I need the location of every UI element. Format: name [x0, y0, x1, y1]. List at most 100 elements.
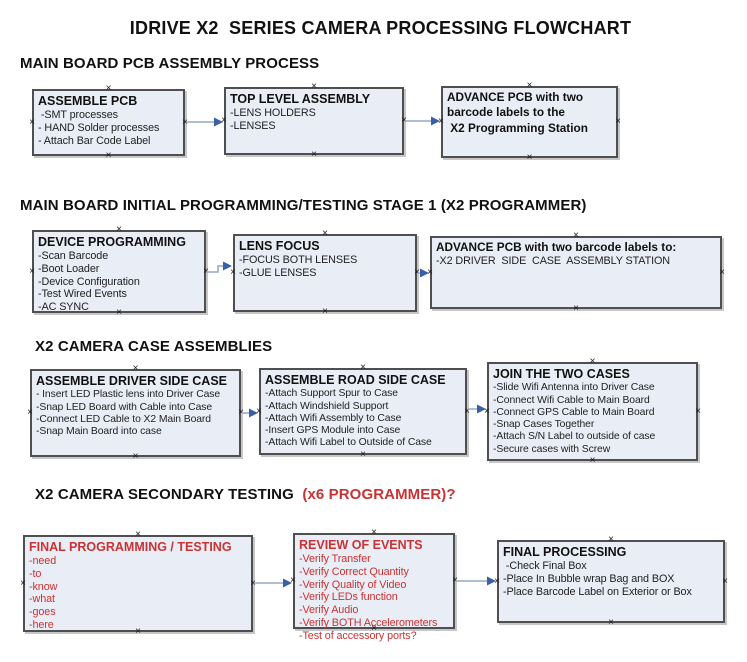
box-assemble-road-side-case: ASSEMBLE ROAD SIDE CASE -Attach Support …	[259, 368, 467, 455]
box-item-list: -Check Final Box-Place In Bubble wrap Ba…	[503, 560, 720, 598]
box-title: ASSEMBLE PCB	[38, 93, 180, 109]
box-item: -Snap Cases Together	[493, 419, 595, 431]
box-item: -Snap Main Board into case	[36, 426, 162, 438]
box-device-programming: DEVICE PROGRAMMING -Scan Barcode-Boot Lo…	[32, 230, 206, 313]
box-final-processing: FINAL PROCESSING -Check Final Box-Place …	[497, 540, 725, 623]
connection-point-icon	[572, 232, 580, 240]
box-title: ADVANCE PCB with two barcode labels to:	[436, 240, 717, 255]
box-title-line: ASSEMBLE DRIVER SIDE CASE	[36, 374, 228, 388]
box-title: TOP LEVEL ASSEMBLY	[230, 91, 399, 107]
box-title-line: X2 Programming Station	[447, 120, 588, 135]
box-item: -Device Configuration	[38, 275, 140, 288]
connection-point-icon	[607, 619, 615, 627]
box-title-line: ADVANCE PCB with two	[447, 90, 584, 104]
box-item-list: -Verify Transfer-Verify Correct Quantity…	[299, 553, 450, 642]
box-item: -Place In Bubble wrap Bag and BOX	[503, 572, 675, 585]
section-header-text: MAIN BOARD INITIAL PROGRAMMING/TESTING S…	[20, 197, 587, 214]
connection-point-icon	[589, 358, 597, 366]
box-item: -Secure cases with Screw	[493, 443, 611, 455]
section-header-text: MAIN BOARD PCB ASSEMBLY PROCESS	[20, 55, 320, 72]
section-header-text: X2 CAMERA SECONDARY TESTING	[35, 486, 299, 503]
box-item: -Test of accessory ports?	[299, 629, 417, 642]
connection-point-icon	[359, 451, 367, 459]
box-item: - Insert LED Plastic lens into Driver Ca…	[36, 389, 221, 401]
connection-point-icon	[105, 85, 113, 93]
box-item: -FOCUS BOTH LENSES	[239, 254, 358, 267]
box-item: -know	[29, 580, 58, 593]
connection-point-icon	[28, 268, 36, 276]
box-item: -Attach S/N Label to outside of case	[493, 431, 656, 443]
connection-point-icon	[28, 119, 36, 127]
box-item: -Verify Audio	[299, 604, 359, 617]
connection-point-icon	[607, 536, 615, 544]
connection-point-icon	[463, 408, 471, 416]
box-item: -Verify Quality of Video	[299, 578, 407, 591]
box-item: -Attach Windshield Support	[265, 400, 389, 412]
box-item: -Attach Wifi Label to Outside of Case	[265, 437, 432, 449]
box-item: -LENS HOLDERS	[230, 107, 316, 120]
box-review-of-events: REVIEW OF EVENTS -Verify Transfer-Verify…	[293, 533, 455, 642]
box-title-line: TOP LEVEL ASSEMBLY	[230, 92, 371, 106]
box-item-list: -Attach Support Spur to Case-Attach Wind…	[265, 388, 462, 449]
box-title-line: FINAL PROGRAMMING / TESTING	[29, 540, 232, 554]
connection-point-icon	[310, 83, 318, 91]
box-title-line: LENS FOCUS	[239, 239, 320, 253]
connection-point-icon	[493, 578, 501, 586]
connection-point-icon	[202, 268, 210, 276]
box-item: -Slide Wifi Antenna into Driver Case	[493, 382, 655, 394]
box-title: DEVICE PROGRAMMING	[38, 234, 201, 250]
box-item: -Verify LEDs function	[299, 591, 398, 604]
section-header-main-board-pcb-assembly: MAIN BOARD PCB ASSEMBLY PROCESS	[20, 55, 319, 72]
box-title: REVIEW OF EVENTS	[299, 537, 450, 553]
box-item: -to	[29, 567, 42, 580]
box-item: -Connect Wifi Cable to Main Board	[493, 394, 650, 406]
connection-point-icon	[718, 269, 726, 277]
box-title: ASSEMBLE DRIVER SIDE CASE	[36, 373, 236, 389]
connection-point-icon	[220, 117, 228, 125]
connection-point-icon	[321, 230, 329, 238]
box-item-list: -Slide Wifi Antenna into Driver Case-Con…	[493, 382, 693, 456]
box-item: -Verify Correct Quantity	[299, 565, 409, 578]
page-title: IDRIVE X2 SERIES CAMERA PROCESSING FLOWC…	[129, 18, 632, 38]
connection-point-icon	[132, 365, 140, 373]
box-title-line: ASSEMBLE PCB	[38, 94, 138, 108]
box-item: -X2 DRIVER SIDE CASE ASSEMBLY STATION	[436, 255, 670, 268]
connection-point-icon	[26, 409, 34, 417]
box-top-level-assembly: TOP LEVEL ASSEMBLY -LENS HOLDERS-LENSES	[224, 87, 404, 155]
box-item: -Connect LED Cable to X2 Main Board	[36, 413, 211, 425]
box-item: -Snap LED Board with Cable into Case	[36, 401, 213, 413]
box-item-list: -need-to-know-what-goes-here	[29, 555, 248, 631]
connection-point-icon	[451, 577, 459, 585]
connection-point-icon	[437, 118, 445, 126]
box-item-list: -SMT processes- HAND Solder processes- A…	[38, 109, 180, 147]
box-lens-focus: LENS FOCUS -FOCUS BOTH LENSES-GLUE LENSE…	[233, 234, 417, 312]
flow-arrow	[468, 404, 486, 414]
section-header-initial-programming: MAIN BOARD INITIAL PROGRAMMING/TESTING S…	[20, 197, 587, 214]
flow-arrow	[456, 576, 496, 586]
connection-point-icon	[526, 82, 534, 90]
connection-point-icon	[105, 152, 113, 160]
flow-arrow	[254, 578, 292, 588]
box-item: -Test Wired Events	[38, 288, 127, 301]
box-title: FINAL PROCESSING	[503, 544, 720, 560]
connection-point-icon	[572, 305, 580, 313]
section-header-red-text: (x6 PROGRAMMER)?	[298, 486, 456, 503]
box-title: JOIN THE TWO CASES	[493, 366, 693, 382]
box-item: -Verify Transfer	[299, 553, 371, 566]
connection-point-icon	[526, 154, 534, 162]
box-item: -goes	[29, 606, 56, 619]
connection-point-icon	[413, 269, 421, 277]
box-item-list: - Insert LED Plastic lens into Driver Ca…	[36, 389, 236, 438]
box-item: -Insert GPS Module into Case	[265, 425, 401, 437]
box-assemble-pcb: ASSEMBLE PCB -SMT processes- HAND Solder…	[32, 89, 185, 156]
connection-point-icon	[19, 580, 27, 588]
connection-point-icon	[400, 117, 408, 125]
box-title: FINAL PROGRAMMING / TESTING	[29, 539, 248, 555]
connection-point-icon	[721, 578, 729, 586]
connection-point-icon	[115, 226, 123, 234]
box-title: ASSEMBLE ROAD SIDE CASE	[265, 372, 462, 388]
box-item: -Verify BOTH Accelerometers	[299, 616, 438, 629]
connection-point-icon	[255, 408, 263, 416]
